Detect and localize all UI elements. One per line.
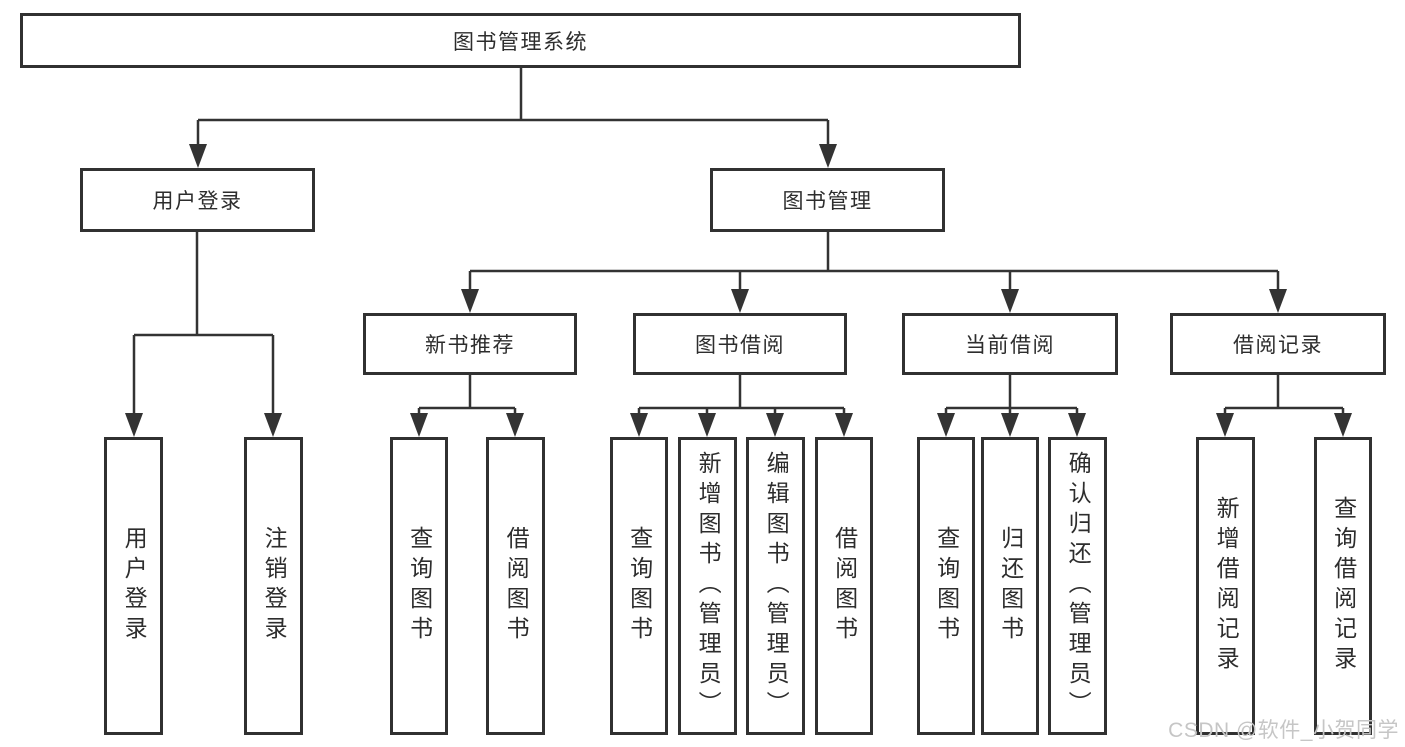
leaf-add-borrow-record-label: 新增借阅记录 (1213, 496, 1240, 676)
leaf-user-login-label: 用户登录 (121, 526, 148, 646)
node-system-root-label: 图书管理系统 (453, 30, 588, 54)
node-current-borrowing-label: 当前借阅 (965, 334, 1055, 357)
leaf-borrowing-borrow-books-label: 借阅图书 (831, 526, 858, 646)
node-borrowing-records-label: 借阅记录 (1233, 334, 1323, 357)
node-current-borrowing: 当前借阅 (902, 313, 1118, 375)
node-user-login: 用户登录 (80, 168, 315, 232)
leaf-add-borrow-record: 新增借阅记录 (1196, 437, 1255, 735)
arrowheads (125, 144, 1352, 437)
node-book-management-label: 图书管理 (782, 190, 873, 213)
node-system-root: 图书管理系统 (20, 13, 1021, 68)
leaf-logout: 注销登录 (244, 437, 303, 735)
leaf-user-login: 用户登录 (104, 437, 163, 735)
leaf-query-borrow-record-label: 查询借阅记录 (1330, 496, 1357, 676)
leaf-edit-book-admin-label: 编辑图书（管理员） (763, 451, 790, 721)
leaf-recommend-query-books-label: 查询图书 (406, 526, 433, 646)
leaf-add-book-admin: 新增图书（管理员） (678, 437, 737, 735)
node-user-login-label: 用户登录 (152, 190, 243, 213)
leaf-query-borrow-record: 查询借阅记录 (1314, 437, 1372, 735)
node-book-borrowing-label: 图书借阅 (695, 334, 785, 357)
node-borrowing-records: 借阅记录 (1170, 313, 1386, 375)
leaf-confirm-return-admin-label: 确认归还（管理员） (1065, 451, 1092, 721)
leaf-return-book-label: 归还图书 (997, 526, 1024, 646)
leaf-borrowing-borrow-books: 借阅图书 (815, 437, 873, 735)
node-book-management: 图书管理 (710, 168, 945, 232)
leaf-current-query-books: 查询图书 (917, 437, 975, 735)
leaf-recommend-borrow-books: 借阅图书 (486, 437, 545, 735)
node-new-book-recommend: 新书推荐 (363, 313, 577, 375)
leaf-recommend-query-books: 查询图书 (390, 437, 448, 735)
node-new-book-recommend-label: 新书推荐 (425, 334, 515, 357)
node-book-borrowing: 图书借阅 (633, 313, 847, 375)
leaf-borrowing-query-books-label: 查询图书 (626, 526, 653, 646)
leaf-recommend-borrow-books-label: 借阅图书 (503, 526, 530, 646)
watermark: CSDN @软件_小贺同学 (1168, 719, 1399, 742)
leaf-add-book-admin-label: 新增图书（管理员） (695, 451, 722, 721)
leaf-current-query-books-label: 查询图书 (933, 526, 960, 646)
leaf-edit-book-admin: 编辑图书（管理员） (746, 437, 805, 735)
leaf-logout-label: 注销登录 (261, 526, 288, 646)
leaf-return-book: 归还图书 (981, 437, 1039, 735)
leaf-borrowing-query-books: 查询图书 (610, 437, 668, 735)
leaf-confirm-return-admin: 确认归还（管理员） (1048, 437, 1107, 735)
